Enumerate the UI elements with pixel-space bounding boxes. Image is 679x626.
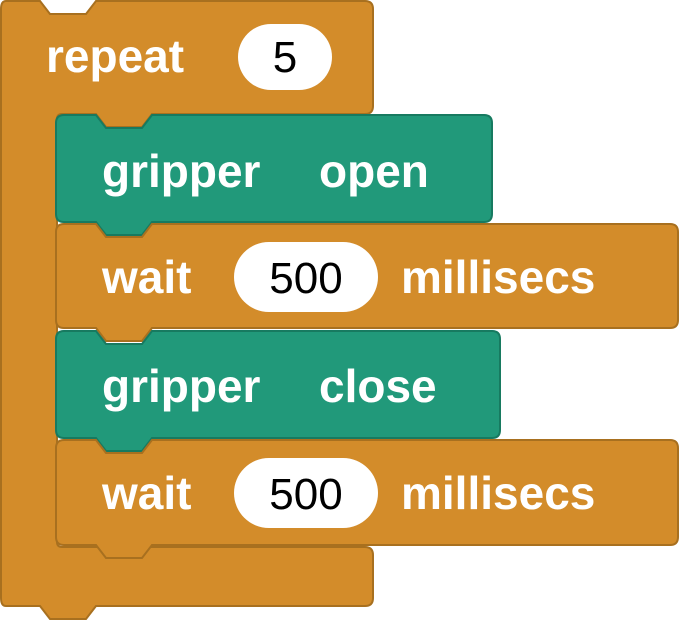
gripper-close-label: gripper — [102, 360, 261, 412]
wait-2-label: wait — [101, 467, 191, 519]
wait-1-ms-input[interactable] — [234, 242, 378, 312]
gripper-close-action: close — [319, 360, 437, 412]
wait-2-ms-input[interactable] — [234, 458, 378, 528]
gripper-open-action: open — [319, 145, 429, 197]
gripper-close-block[interactable]: gripper close — [55, 330, 501, 452]
gripper-open-block-shape[interactable] — [55, 114, 493, 236]
repeat-count-value[interactable]: 5 — [273, 33, 297, 82]
wait-block-1[interactable]: wait 500 millisecs — [55, 223, 679, 342]
wait-2-ms-value[interactable]: 500 — [269, 470, 342, 519]
repeat-block-shape[interactable] — [0, 0, 374, 620]
repeat-keyword: repeat — [46, 30, 184, 82]
repeat-count-input[interactable] — [238, 24, 332, 90]
wait-1-label: wait — [101, 251, 191, 303]
wait-1-ms-value[interactable]: 500 — [269, 254, 342, 303]
wait-block-2[interactable]: wait 500 millisecs — [55, 439, 679, 559]
wait-1-unit: millisecs — [401, 251, 595, 303]
gripper-open-block[interactable]: gripper open — [55, 114, 493, 236]
gripper-close-block-shape[interactable] — [55, 330, 501, 452]
gripper-open-label: gripper — [102, 145, 261, 197]
repeat-block[interactable]: repeat 5 — [0, 0, 374, 620]
wait-2-unit: millisecs — [401, 467, 595, 519]
